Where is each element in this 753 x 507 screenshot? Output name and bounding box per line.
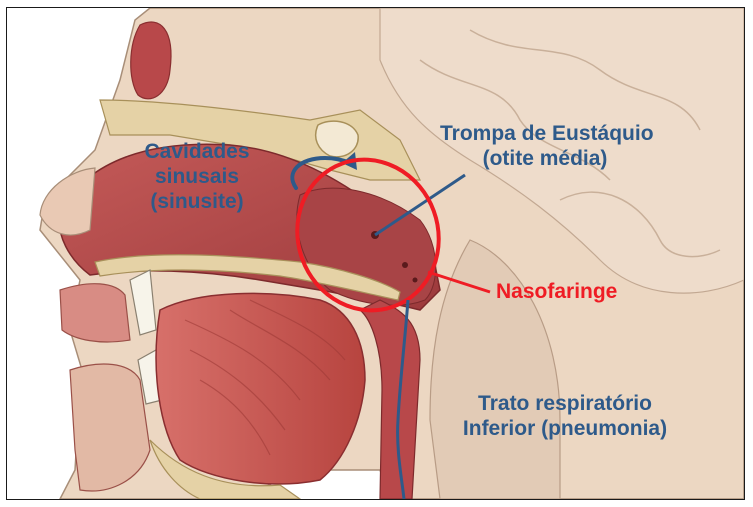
sinus-label-line1: Cavidades	[122, 140, 272, 165]
lower-tract-label-line2: Inferior (pneumonia)	[434, 417, 696, 442]
tongue	[156, 293, 365, 483]
eustachian-label-line2: (otite média)	[440, 147, 650, 172]
frontal-sinus	[131, 22, 171, 99]
eustachian-label: Trompa de Eustáquio (otite média)	[440, 122, 650, 172]
eustachian-label-line1: Trompa de Eustáquio	[440, 122, 650, 147]
upper-lip	[60, 284, 130, 342]
lower-tract-label: Trato respiratório Inferior (pneumonia)	[434, 392, 696, 442]
sinus-label-line2: sinusais	[122, 165, 272, 190]
nasopharynx-label: Nasofaringe	[496, 280, 617, 305]
sinus-label-line3: (sinusite)	[122, 190, 272, 215]
sinus-label: Cavidades sinusais (sinusite)	[122, 140, 272, 214]
lower-tract-label-line1: Trato respiratório	[434, 392, 696, 417]
